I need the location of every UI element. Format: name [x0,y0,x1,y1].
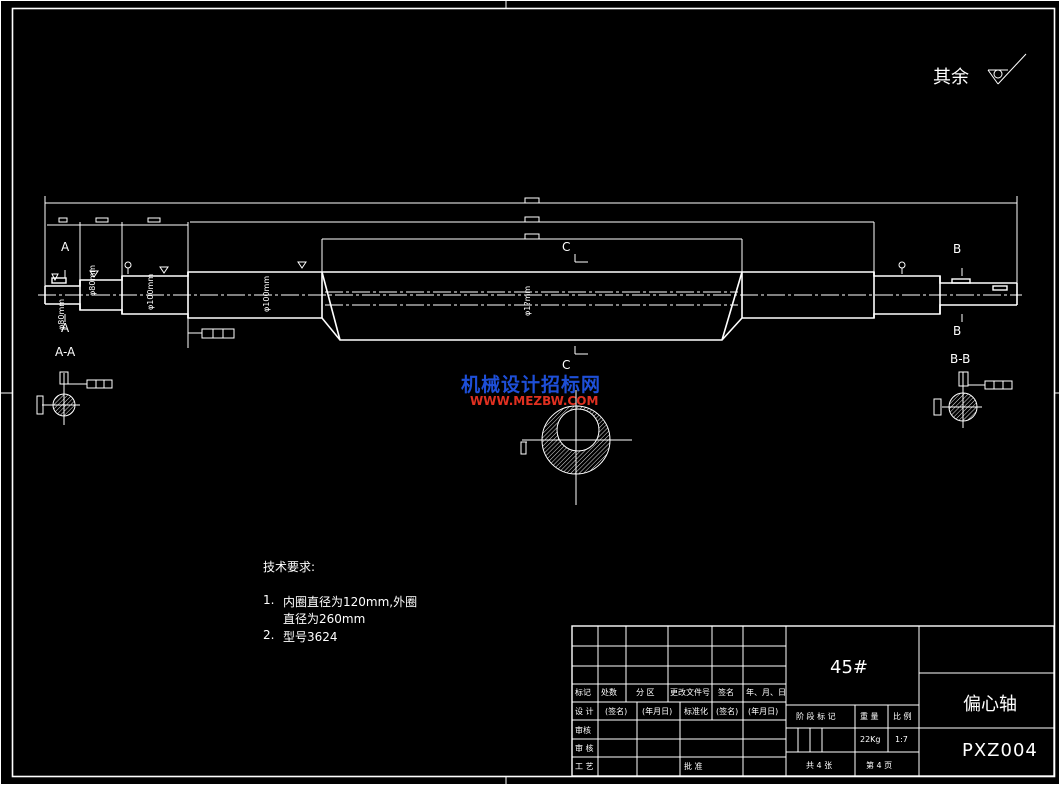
tb-design-sign: (签名) [605,707,628,716]
section-title-a-a: A-A [55,345,76,359]
tb-design: 设 计 [575,707,594,716]
dim-phi-100-b: φ100mm [262,275,271,312]
material: 45# [830,657,868,678]
section-label-a-bottom: A [61,321,70,335]
section-title-b-b: B-B [950,352,971,366]
tb-scale-header: 比 例 [893,712,912,721]
tb-design-date: (年月日) [642,707,673,716]
watermark-url: WWW.MEZBW.COM [470,394,599,408]
section-label-a-top: A [61,240,70,254]
tb-standard-sign: (签名) [716,707,739,716]
dim-phi-80-a: φ80mm [88,264,97,296]
tb-process: 工 艺 [575,762,594,771]
tech-req-2: 型号3624 [283,630,338,644]
tb-col-count: 处数 [601,688,617,697]
section-label-c-bottom: C [562,358,571,372]
dim-phi-100-a: φ100mm [146,273,155,310]
section-a-a [36,371,113,425]
tb-standard: 标准化 [684,707,708,716]
watermark-cn: 机械设计招标网 [461,374,602,396]
dim-phi-80-b: φ80mm [57,298,66,330]
tech-req-title: 技术要求: [263,560,316,574]
section-label-c-top: C [562,240,571,254]
tb-check: 审 核 [575,744,594,753]
tb-sheet-number: 第 4 页 [866,761,893,770]
drawing-number: PXZ004 [962,740,1038,761]
tb-scale: 1:7 [895,735,908,744]
tb-stage-header: 阶 段 标 记 [796,712,836,721]
tb-weight-header: 重 量 [860,712,879,721]
tech-req-1-line1: 内圈直径为120mm,外圈 [283,595,418,609]
tb-col-date: 年、月、日 [746,688,786,697]
tb-reviewer: 审核 [575,726,591,735]
eccentric-shaft [44,271,1018,341]
tech-req-1-num: 1. [263,593,275,607]
tb-standard-date: (年月日) [748,707,779,716]
tb-col-zone: 分 区 [636,688,655,697]
dim-phi-eccentric: φ1?mm [523,285,532,316]
tb-col-change-doc: 更改文件号 [670,688,710,697]
tb-col-mark: 标记 [575,688,591,697]
tb-approve: 批 准 [684,762,703,771]
section-label-b-top: B [953,242,962,256]
inner-frame [11,7,1056,778]
tb-col-sign: 签名 [718,688,734,697]
part-name: 偏心轴 [963,694,1017,715]
tb-sheets-total: 共 4 张 [806,761,833,770]
tb-weight: 22Kg [860,735,881,744]
tech-req-1-line2: 直径为260mm [283,612,366,626]
title-block [571,625,1055,777]
tech-req-2-num: 2. [263,628,275,642]
roughness-symbol [987,53,1027,85]
section-label-b-bottom: B [953,324,962,338]
roughness-note: 其余 [933,67,969,88]
